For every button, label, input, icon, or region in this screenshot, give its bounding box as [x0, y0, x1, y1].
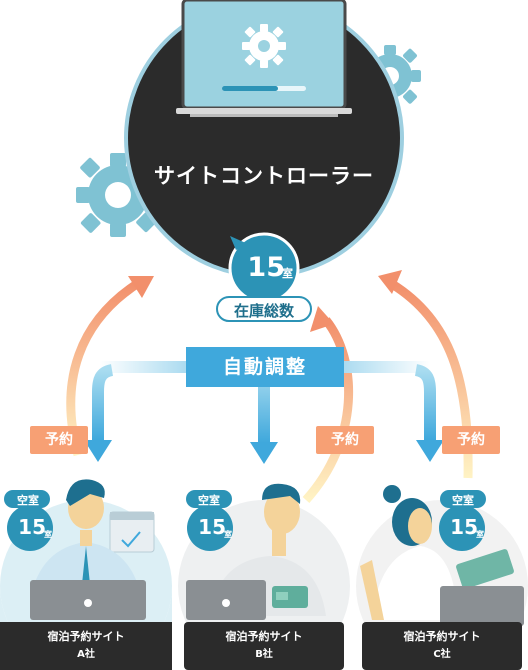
vacancy-count-c: 15	[450, 515, 478, 539]
auto-adjust-label: 自動調整	[222, 356, 307, 378]
reservation-arrow-b	[302, 306, 354, 504]
inventory-unit: 室	[282, 267, 293, 280]
vacancy-bubble-c	[439, 490, 486, 551]
vacancy-bubble-a	[4, 490, 53, 551]
site-c-bar	[362, 622, 522, 670]
site-a-name: 宿泊予約サイト	[47, 630, 125, 643]
vacancy-label-a: 空室	[17, 494, 39, 507]
vacancy-count-b: 15	[198, 515, 226, 539]
reservation-badge-a: 予約	[30, 426, 88, 454]
person-b-illustration	[186, 483, 326, 620]
gear-icon-laptop	[242, 24, 286, 68]
site-b-company: B社	[255, 649, 273, 660]
site-c-name: 宿泊予約サイト	[403, 630, 481, 643]
reservation-badge-b: 予約	[316, 426, 374, 454]
vacancy-count-a: 15	[18, 515, 46, 539]
inventory-label: 在庫総数	[216, 296, 312, 322]
site-a-bar-fill	[0, 622, 172, 670]
vacancy-label-c: 空室	[452, 494, 474, 507]
vacancy-bubble-b	[186, 490, 233, 551]
site-b-bar	[184, 622, 344, 670]
person-c-illustration	[360, 485, 524, 626]
inventory-count-bubble	[228, 232, 300, 304]
reservation-badge-c: 予約	[442, 426, 500, 454]
auto-adjust-box	[186, 347, 344, 387]
vacancy-unit-a: 室	[44, 530, 52, 539]
person-a-illustration	[30, 479, 155, 620]
site-c-company: C社	[433, 649, 451, 660]
vacancy-unit-c: 室	[476, 530, 484, 539]
vacancy-label-b: 空室	[198, 494, 220, 507]
site-a-company: A社	[77, 649, 95, 660]
vacancy-unit-b: 室	[224, 530, 232, 539]
site-b-name: 宿泊予約サイト	[225, 630, 303, 643]
inventory-count: 15	[247, 252, 285, 283]
controller-title: サイトコントローラー	[154, 164, 374, 188]
